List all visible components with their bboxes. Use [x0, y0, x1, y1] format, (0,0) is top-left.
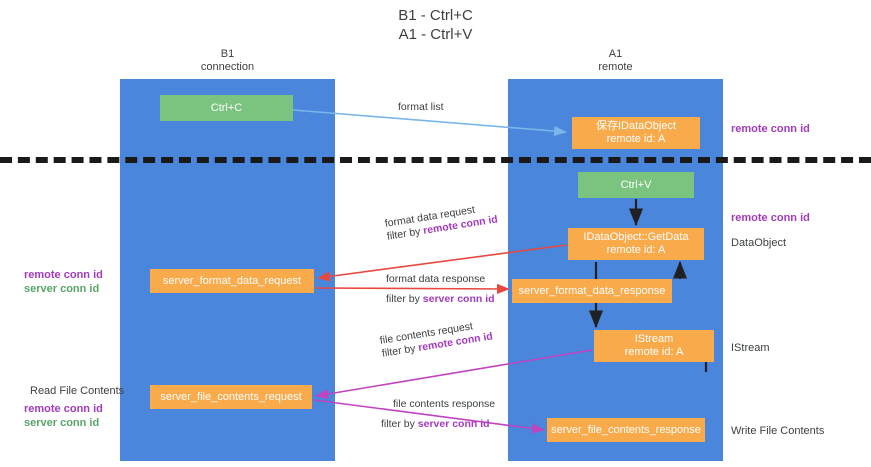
node-ctrl-c-label: Ctrl+C — [210, 101, 243, 114]
node-server-file-contents-request[interactable]: server_file_contents_request — [150, 385, 312, 409]
column-a1-name: A1 — [608, 48, 623, 60]
phase-divider — [0, 157, 871, 163]
node-idataobject-subtitle: remote id: A — [606, 133, 666, 145]
column-header-b1: B1 connection — [120, 48, 335, 74]
side-note-remote-conn-id-1: remote conn id — [731, 123, 810, 135]
node-ctrl-v-label: Ctrl+V — [620, 178, 652, 191]
edge-label-file-contents-response-filter: filter by server conn id — [381, 418, 495, 431]
title-line-2: A1 - Ctrl+V — [398, 26, 473, 43]
node-istream-title: IStream — [634, 333, 674, 345]
side-note-dataobject: DataObject — [731, 237, 787, 249]
column-header-a1: A1 remote — [508, 48, 723, 74]
side-note-server-conn-id-left-1: server conn id — [24, 283, 100, 295]
filter-key-server-conn-id: server conn id — [417, 418, 490, 430]
node-ctrl-v[interactable]: Ctrl+V — [578, 172, 694, 198]
node-server-file-contents-response[interactable]: server_file_contents_response — [547, 418, 705, 442]
edge-label-file-contents-response: file contents response filter by server … — [381, 398, 496, 431]
column-b1-role: connection — [200, 61, 255, 73]
side-note-write-file-contents: Write File Contents — [731, 425, 825, 437]
node-server-file-contents-response-label: server_file_contents_response — [551, 423, 701, 436]
node-ctrl-c[interactable]: Ctrl+C — [160, 95, 293, 121]
node-server-format-data-request[interactable]: server_format_data_request — [150, 269, 314, 293]
title-line-1: B1 - Ctrl+C — [398, 7, 473, 24]
filter-prefix: filter by — [386, 293, 423, 305]
side-note-conn-ids-2: remote conn id server conn id — [24, 402, 103, 430]
node-istream[interactable]: IStream remote id: A — [594, 330, 714, 362]
node-idataobject-getdata[interactable]: IDataObject::GetData remote id: A — [568, 228, 704, 260]
node-getdata-subtitle: remote id: A — [606, 244, 666, 256]
node-idataobject[interactable]: 保存IDataObject remote id: A — [572, 117, 700, 149]
side-note-remote-conn-id-left-1: remote conn id — [24, 269, 103, 281]
edge-label-format-list: format list — [398, 101, 444, 114]
edge-label-format-data-response-filter: filter by server conn id — [386, 293, 495, 306]
node-istream-subtitle: remote id: A — [624, 346, 684, 358]
edge-label-format-list-text: format list — [398, 101, 444, 113]
node-server-format-data-response[interactable]: server_format_data_response — [512, 279, 672, 303]
column-a1-role: remote — [598, 61, 633, 73]
node-server-format-data-response-label: server_format_data_response — [518, 284, 666, 297]
side-note-read-file-contents: Read File Contents — [30, 385, 125, 397]
side-note-conn-ids-1: remote conn id server conn id — [24, 268, 103, 296]
edge-label-file-contents-request: file contents request filter by remote c… — [379, 317, 494, 360]
column-b1-name: B1 — [220, 48, 235, 60]
side-note-server-conn-id-left-2: server conn id — [24, 417, 100, 429]
node-getdata-title: IDataObject::GetData — [583, 231, 689, 243]
side-note-remote-conn-id-2: remote conn id — [731, 212, 810, 224]
side-note-remote-conn-id-left-2: remote conn id — [24, 403, 103, 415]
edge-label-file-contents-response-text: file contents response — [393, 398, 496, 410]
filter-prefix: filter by — [381, 418, 418, 430]
node-server-file-contents-request-label: server_file_contents_request — [160, 390, 302, 403]
diagram-title: B1 - Ctrl+C A1 - Ctrl+V — [0, 6, 871, 44]
filter-key-server-conn-id: server conn id — [422, 293, 495, 305]
node-server-format-data-request-label: server_format_data_request — [162, 274, 302, 287]
node-idataobject-title: 保存IDataObject — [595, 120, 677, 132]
side-note-istream: IStream — [731, 342, 770, 354]
edge-label-format-data-request: format data request filter by remote con… — [384, 200, 499, 243]
edge-label-format-data-response-text: format data response — [386, 273, 486, 285]
edge-label-format-data-response: format data response filter by server co… — [386, 273, 495, 306]
